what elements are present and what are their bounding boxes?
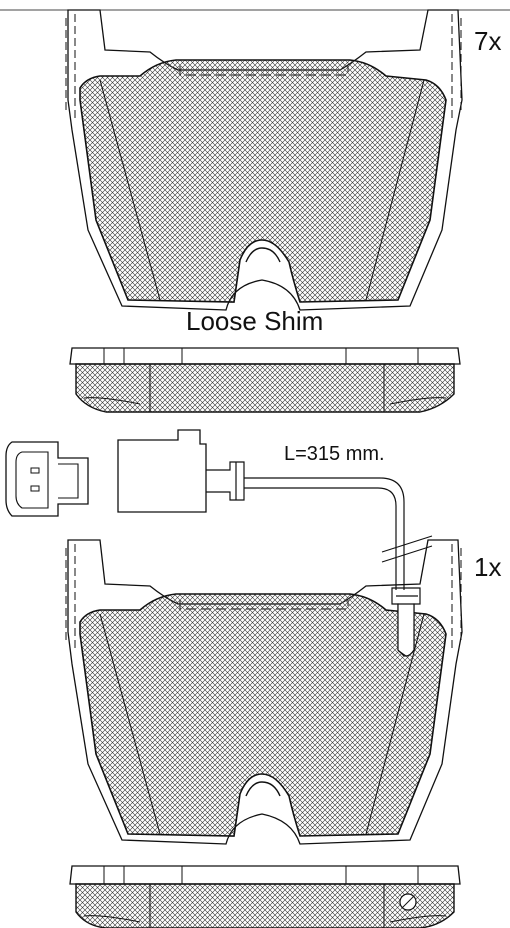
- bottom-side-details: [83, 866, 447, 928]
- top-left-chamfer: [99, 79, 161, 301]
- connector-pin-top: [30, 467, 40, 474]
- connector-inner-outline: [15, 451, 79, 509]
- top-brake-pad: [65, 9, 463, 311]
- bottom-side-friction: [75, 883, 455, 928]
- connector-side-view: [117, 429, 207, 513]
- bottom-left-chamfer: [99, 613, 161, 835]
- top-center-slot: [245, 247, 281, 263]
- top-right-chamfer: [365, 79, 425, 301]
- loose-shim-label: Loose Shim: [186, 306, 323, 336]
- wire-length-label: L=315 mm.: [284, 443, 385, 465]
- qty-top-label: 7x: [474, 26, 501, 56]
- connector-strain-relief: [206, 461, 245, 501]
- connector-front-view: [5, 441, 89, 517]
- bottom-sensor-probe-overlay: [397, 603, 415, 657]
- connector-pin-bottom: [30, 485, 40, 492]
- bottom-right-ear-dashed: [451, 544, 462, 652]
- top-side-view: [69, 347, 461, 413]
- top-side-details: [83, 348, 447, 412]
- top-left-ear-dashed: [65, 14, 76, 120]
- bottom-brake-pad: [65, 539, 463, 845]
- bottom-side-backing: [69, 865, 461, 885]
- qty-bottom-label: 1x: [474, 552, 501, 582]
- wire-break-marks: [381, 535, 433, 563]
- bottom-right-chamfer: [365, 613, 425, 835]
- top-friction-material: [79, 59, 447, 303]
- top-right-ear-dashed: [451, 14, 462, 120]
- bottom-side-sensor-hole-mark: [401, 895, 415, 909]
- top-side-backing: [69, 347, 461, 365]
- bottom-center-slot: [245, 781, 281, 797]
- sensor-wire: [244, 477, 405, 590]
- bottom-left-ear-dashed: [65, 544, 76, 652]
- bottom-side-view: [69, 865, 461, 928]
- bottom-friction-material: [79, 593, 447, 837]
- top-side-friction: [75, 363, 455, 413]
